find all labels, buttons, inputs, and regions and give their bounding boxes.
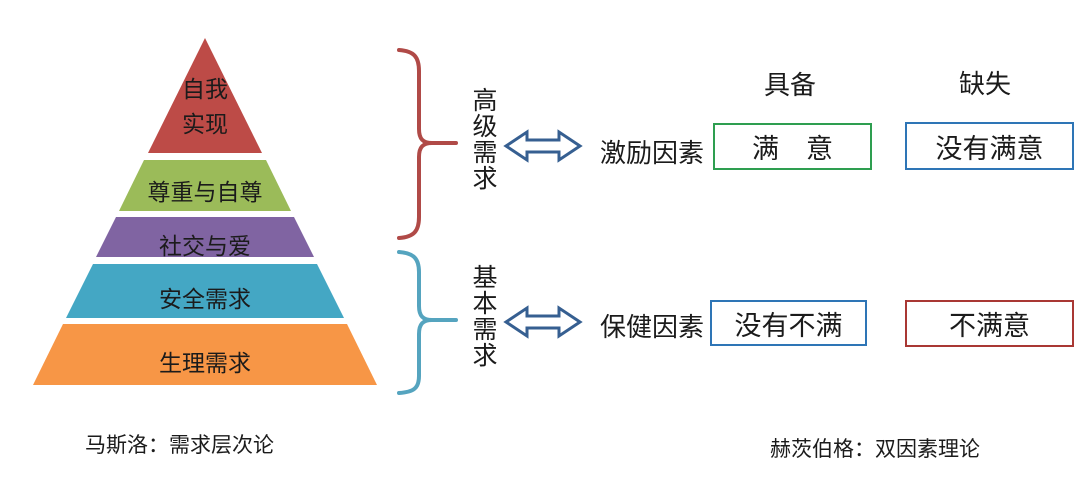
basic-needs-brace	[397, 250, 458, 395]
pyramid-label-physiological: 生理需求	[159, 351, 251, 376]
higher-needs-label: 高级需求	[469, 87, 496, 191]
higher-needs-brace-curve	[397, 48, 434, 240]
pyramid-level-safety-shape	[66, 264, 344, 318]
pyramid-level-social-shape	[96, 217, 314, 257]
motivation-factor-label: 激励因素	[600, 139, 705, 168]
higher-needs-brace	[397, 48, 458, 240]
pyramid-label-esteem: 尊重与自尊	[147, 180, 263, 205]
herzberg-caption: 赫茨伯格：双因素理论	[770, 437, 980, 461]
basic-needs-brace-curve	[397, 250, 434, 395]
motivation-lack-box: 没有满意	[905, 122, 1074, 170]
motivation-have-box: 满 意	[713, 123, 872, 170]
pyramid-label-safety: 安全需求	[159, 287, 251, 312]
pyramid-level-physiological-shape	[33, 324, 377, 385]
basic-needs-label: 基本需求	[469, 264, 496, 368]
column-header-have: 具备	[763, 71, 817, 100]
maslow-caption: 马斯洛：需求层次论	[85, 433, 274, 457]
pyramid-label-self-actualization: 自我实现	[182, 77, 228, 137]
pyramid-level-self-actualization-shape	[148, 38, 262, 153]
pyramid-level-esteem-shape	[119, 160, 291, 211]
basic-needs-double-arrow-icon	[503, 305, 583, 339]
column-header-lack: 缺失	[958, 70, 1012, 99]
pyramid-label-social: 社交与爱	[159, 234, 251, 259]
hygiene-have-box: 没有不满	[710, 300, 867, 346]
hygiene-lack-box: 不满意	[905, 300, 1074, 347]
hygiene-factor-label: 保健因素	[600, 313, 705, 342]
higher-needs-double-arrow-icon	[503, 129, 583, 163]
